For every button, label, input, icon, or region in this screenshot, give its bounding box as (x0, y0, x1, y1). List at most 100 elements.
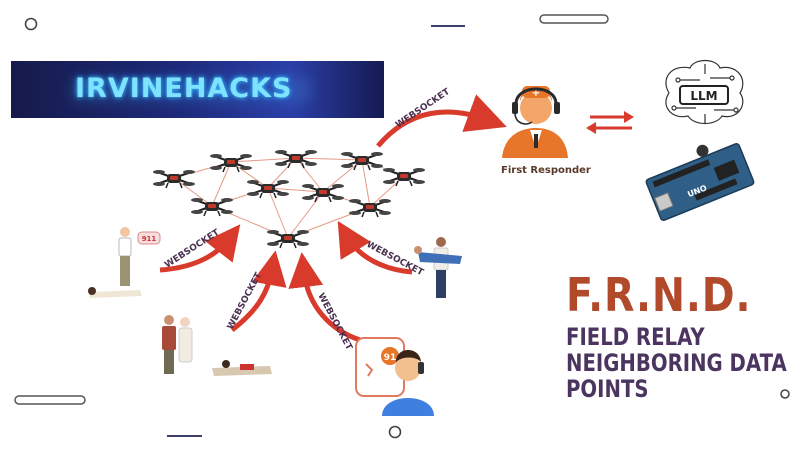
llm-brain-icon (665, 59, 744, 125)
arrow-from-caller (288, 252, 361, 343)
person-pants (120, 256, 130, 286)
person-shirt (382, 398, 434, 416)
subtitle-line-2: NEIGHBORING DATA (566, 349, 787, 377)
mesh-link (267, 157, 297, 189)
banner-title: IRVINEHACKS (75, 73, 293, 104)
mesh-link (267, 187, 324, 193)
arrow-left-head (586, 122, 596, 134)
drone-icon (153, 170, 195, 189)
arduino-board-icon: UNO (645, 143, 755, 221)
circuit-node (733, 107, 739, 113)
brain-outline (665, 59, 744, 125)
person-head (436, 237, 446, 247)
websocket-label: WEBSOCKET (394, 87, 452, 131)
drone-icon (267, 230, 309, 249)
bidirectional-arrows-icon (586, 111, 634, 134)
decorative-shapes (14, 14, 790, 439)
decor-pill (539, 14, 609, 24)
lying-person (212, 366, 272, 376)
drone-icon (191, 198, 233, 217)
board-capacitor (696, 144, 709, 157)
websocket-arrows: WEBSOCKET WEBSOCKET WEBSOCKET WEBSOCKET … (159, 87, 507, 353)
mesh-link (230, 161, 269, 189)
headset-earpiece (554, 102, 560, 114)
board-chip (713, 159, 740, 181)
usb-port (654, 192, 674, 212)
irvinehacks-banner: IRVINEHACKS (11, 61, 384, 118)
person-shirt (118, 237, 132, 257)
banner-glow (71, 77, 311, 103)
circuit-lines (676, 64, 734, 124)
person-head (180, 317, 190, 327)
phone-handset-icon (365, 363, 374, 377)
responder-head (520, 92, 552, 124)
responder-tie (534, 134, 538, 148)
phone-911: 91 (384, 353, 397, 363)
decor-circle (388, 425, 402, 439)
drone-icon (349, 199, 391, 218)
mesh-link (295, 157, 324, 193)
drone-icon (302, 184, 344, 203)
board-header (694, 178, 738, 201)
circuit-node (675, 77, 681, 83)
mesh-link (230, 157, 297, 163)
arrow-from-victim-left (159, 224, 241, 273)
board-header (652, 159, 711, 188)
lying-shirt (240, 364, 254, 370)
person-calling-911-left: 911 (88, 227, 161, 298)
caller-with-phone: 91 (355, 337, 434, 416)
speech-bubble (137, 231, 161, 245)
medical-cross-icon: + (532, 88, 540, 99)
mesh-link (173, 177, 213, 207)
headset-mic (514, 113, 533, 125)
lying-person (88, 290, 142, 298)
drone-icon (247, 180, 289, 199)
lying-head (222, 360, 230, 368)
arrow-from-victims-bottom (230, 250, 287, 332)
circuit-node (671, 105, 677, 111)
speech-911: 911 (142, 235, 157, 243)
arrow-to-responder (376, 94, 507, 148)
drone-icon (210, 154, 252, 173)
drone-icon (383, 168, 425, 187)
mesh-link (287, 191, 324, 239)
person-head (395, 355, 421, 381)
lying-head (88, 287, 96, 295)
first-responder-label: First Responder (501, 165, 591, 176)
arrow-right-head (624, 111, 634, 123)
person-hair (396, 350, 421, 362)
person-head (164, 315, 174, 325)
person-dress (178, 327, 193, 363)
rescuer-pants (436, 270, 446, 298)
first-responder-figure: + (502, 86, 568, 158)
headset-earpiece (512, 102, 518, 114)
subtitle-line-3: POINTS (566, 375, 649, 403)
carried-head (414, 246, 422, 254)
decor-circle (780, 389, 790, 399)
decor-pill (14, 395, 86, 405)
person-head (120, 227, 130, 237)
mesh-link (211, 161, 232, 207)
llm-label: LLM (690, 89, 717, 103)
person-pants (164, 350, 174, 374)
mesh-link (361, 159, 371, 208)
drone-mesh (153, 150, 425, 249)
mesh-link (295, 157, 363, 161)
drone-icon (275, 150, 317, 169)
websocket-label: WEBSOCKET (315, 292, 354, 353)
phone-badge (381, 347, 399, 365)
drone-icon (341, 152, 383, 171)
decor-circle (24, 17, 38, 31)
rescuer-carrying-person (414, 237, 462, 298)
arrow-from-carrier (337, 220, 413, 275)
circuit-node (729, 75, 735, 81)
bystanders-group (162, 315, 272, 376)
subtitle-line-1: FIELD RELAY (566, 323, 705, 351)
mesh-link (267, 187, 289, 239)
person-coat (162, 326, 176, 350)
phone-in-hand (418, 362, 424, 374)
llm-chip (679, 85, 729, 105)
headset-icon (514, 87, 558, 105)
